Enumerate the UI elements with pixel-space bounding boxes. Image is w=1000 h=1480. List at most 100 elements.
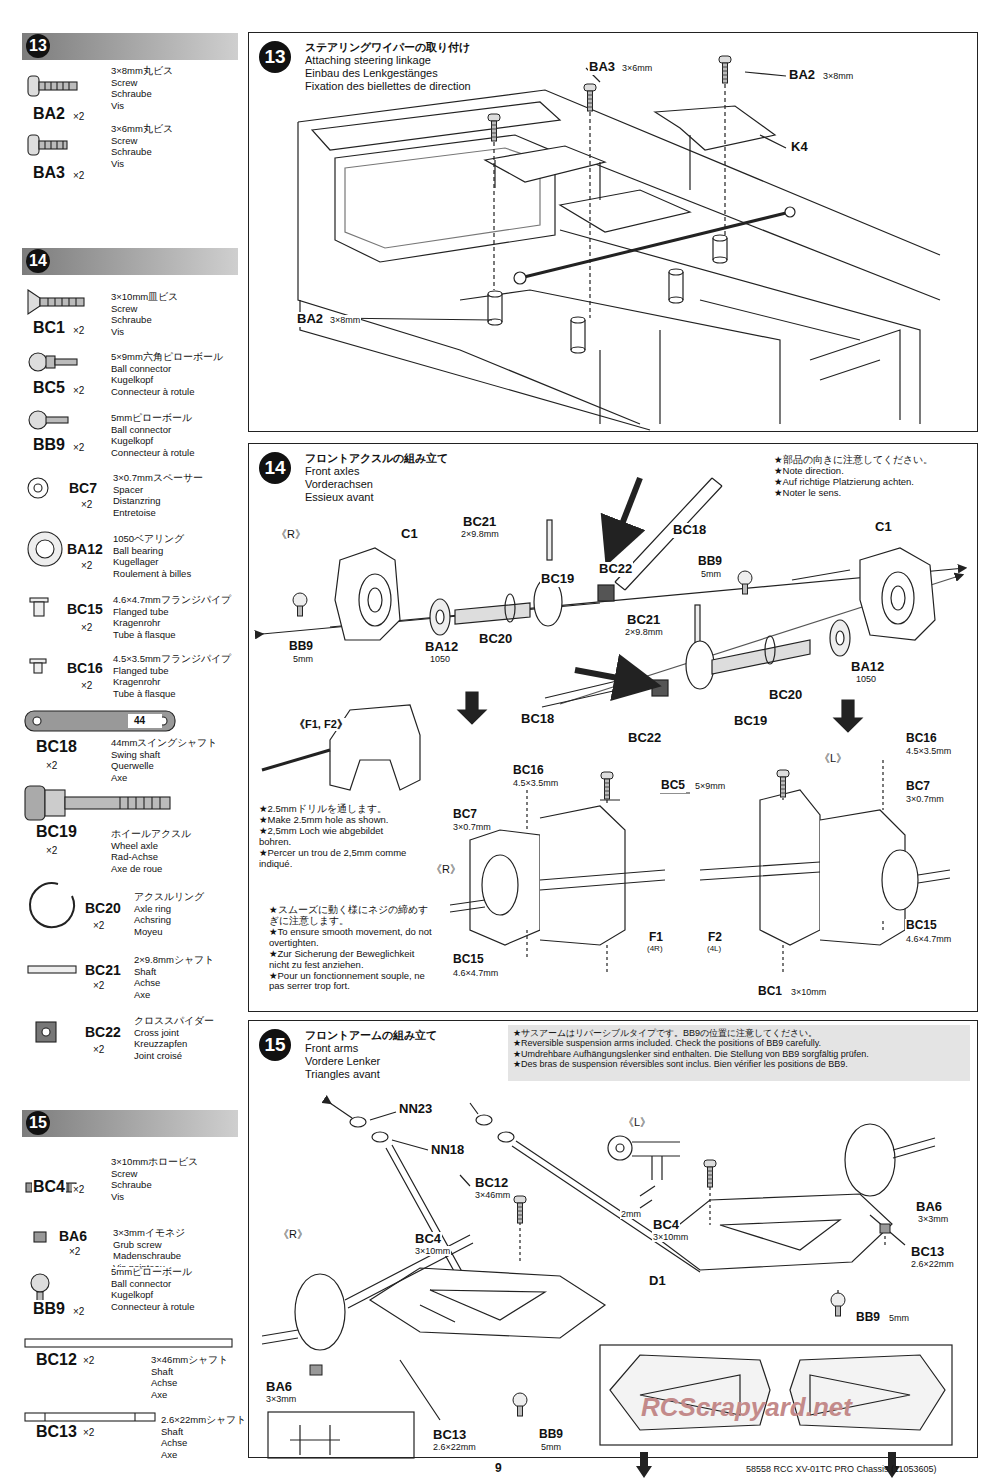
dimension: 3×3mm <box>265 1394 297 1404</box>
part-code: BC19 <box>35 823 78 841</box>
part-name: Ball bearing <box>112 546 164 557</box>
callout: C1 <box>874 520 893 535</box>
callout: BA6 <box>265 1380 293 1395</box>
note: ★Umdrehbare Aufhängungslenker sind entha… <box>512 1049 969 1059</box>
dimension: 3×8mm <box>329 315 361 325</box>
callout: BC21 <box>626 613 661 628</box>
part-name: 2×9.8mmシャフト <box>133 955 215 966</box>
page-number: 9 <box>494 1462 503 1476</box>
step-number: 14 <box>26 249 50 273</box>
part-count: ×2 <box>72 1306 85 1318</box>
part-name: Axe de roue <box>110 864 163 875</box>
part-name: Connecteur à rotule <box>110 387 195 398</box>
callout: F2 <box>707 931 723 945</box>
part-code: BC7 <box>68 480 98 496</box>
dimension: 3×10mm <box>652 1232 689 1242</box>
step-circle: 13 <box>259 41 291 73</box>
part-name: クロススパイダー <box>133 1016 215 1027</box>
step-heading: フロントアームの組み立て <box>305 1029 437 1042</box>
part-name: ホイールアクスル <box>110 829 192 840</box>
part-name: Screw <box>110 304 138 315</box>
step-panel: フロントアームの組み立てFront armsVordere LenkerTria… <box>248 1020 978 1458</box>
callout: BC19 <box>733 714 768 729</box>
part-code: BC18 <box>35 738 78 756</box>
callout: K4 <box>790 140 809 155</box>
part-count: ×2 <box>92 980 105 992</box>
part-name: Roulement à billes <box>112 569 192 580</box>
part-code: BC13 <box>35 1423 78 1441</box>
note: ★Percer un trou de 2,5mm comme indiqué. <box>258 848 410 870</box>
callout: (4L) <box>706 944 722 953</box>
note: ★Pour un fonctionnement souple, ne pas s… <box>268 971 435 993</box>
part-name: Rad-Achse <box>110 852 159 863</box>
note: ★部品の向きに注意してください。 <box>773 455 975 466</box>
part-code: BB9 <box>32 1300 66 1318</box>
callout: C1 <box>400 527 419 542</box>
step-number: 13 <box>26 34 50 58</box>
callout: BA12 <box>424 640 459 655</box>
dimension: 3×8mm <box>822 71 854 81</box>
part-name: Schraube <box>110 1180 153 1191</box>
step-heading-translation: Front axles <box>305 465 448 478</box>
step-band: 15 <box>22 1110 238 1137</box>
note: ★Auf richtige Platzierung achten. <box>773 477 975 488</box>
callout: BC7 <box>452 808 478 822</box>
callout: BC4 <box>652 1218 680 1233</box>
part-name: Kragenrohr <box>112 618 162 629</box>
side-mark: 《L》 <box>818 752 848 765</box>
part-count: ×2 <box>92 1044 105 1056</box>
part-name: Screw <box>110 136 138 147</box>
side-mark: 《F1, F2》 <box>293 718 349 731</box>
note: ★2.5mmドリルを通します。 <box>258 804 410 815</box>
callout: BA12 <box>850 660 885 675</box>
part-name: 3×46mmシャフト <box>150 1355 229 1366</box>
callout: BC20 <box>478 632 513 647</box>
part-count: ×2 <box>80 622 93 634</box>
step-heading-translation: Essieux avant <box>305 491 448 504</box>
part-name: Screw <box>110 1169 138 1180</box>
callout: BB9 <box>697 555 723 569</box>
note: ★Des bras de suspension réversibles sont… <box>512 1059 969 1069</box>
part-name: Cross joint <box>133 1028 180 1039</box>
part-count: ×2 <box>72 325 85 337</box>
note: ★To ensure smooth movement, do not overt… <box>268 927 435 949</box>
step-number: 15 <box>259 1029 291 1061</box>
part-count: ×2 <box>82 1355 95 1367</box>
part-name: Axle ring <box>133 904 172 915</box>
part-name: Vis <box>110 327 125 338</box>
part-code: BC20 <box>84 900 122 916</box>
part-name: Ball connector <box>110 1279 172 1290</box>
part-name: 5mmピローボール <box>110 1267 193 1278</box>
callout: (4R) <box>646 944 664 953</box>
part-name: Ball connector <box>110 425 172 436</box>
step-heading-translation: Front arms <box>305 1042 437 1055</box>
part-count: ×2 <box>80 560 93 572</box>
part-name: Schraube <box>110 147 153 158</box>
part-name: 44mmスイングシャフト <box>110 738 218 749</box>
part-name: Swing shaft <box>110 750 161 761</box>
dimension: 2×9.8mm <box>460 529 500 539</box>
part-name: Connecteur à rotule <box>110 448 195 459</box>
dimension: 2.6×22mm <box>432 1442 477 1452</box>
dimension: 3×6mm <box>621 63 653 73</box>
step-heading-translation: Triangles avant <box>305 1068 437 1081</box>
callout: D1 <box>648 1274 667 1289</box>
part-name: Shaft <box>150 1367 174 1378</box>
part-name: Vis <box>110 101 125 112</box>
part-name: Grub screw <box>112 1240 163 1251</box>
callout: BA2 <box>788 68 816 83</box>
step-heading: フロントアクスルの組み立て <box>305 452 448 465</box>
callout: BC12 <box>474 1176 509 1191</box>
part-name: Kugelkopf <box>110 1290 154 1301</box>
part-count: ×2 <box>92 920 105 932</box>
part-count: ×2 <box>80 499 93 511</box>
part-name: Moyeu <box>133 927 164 938</box>
part-name: 4.6×4.7mmフランジパイプ <box>112 595 232 606</box>
part-code: BC16 <box>66 660 104 676</box>
part-code: BA6 <box>58 1228 88 1244</box>
part-name: Achsring <box>133 915 172 926</box>
part-name: Achse <box>160 1438 188 1449</box>
part-name: Kugellager <box>112 557 159 568</box>
part-code: BC4 <box>32 1178 66 1196</box>
part-name: Vis <box>110 1192 125 1203</box>
